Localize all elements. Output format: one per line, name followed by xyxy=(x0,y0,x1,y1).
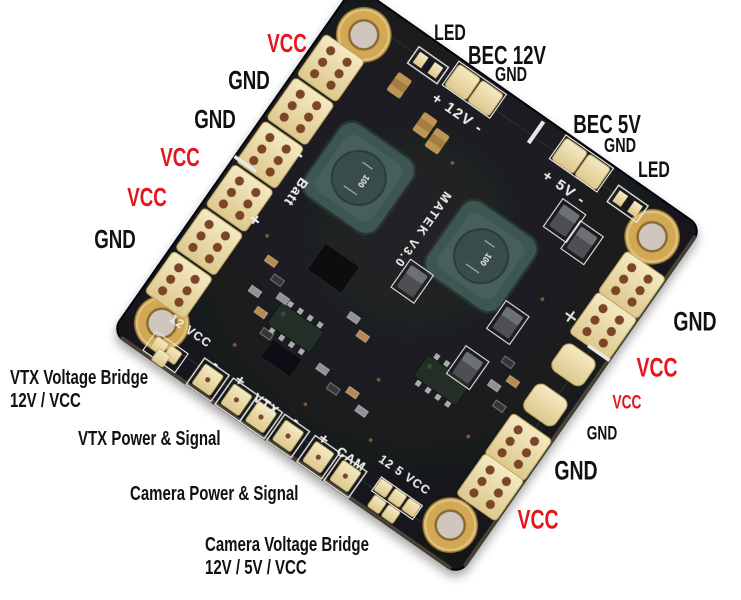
label-vcc: VCC xyxy=(160,142,200,172)
label-vcc: VCC xyxy=(612,392,642,414)
label-vcc: VCC xyxy=(267,28,307,58)
label-camera-power-signal: Camera Power & Signal xyxy=(130,483,298,506)
label-gnd: GND xyxy=(94,224,136,254)
pcb-board: + 12V - + 5V - MATEK V3.0 Batt - + - + V… xyxy=(116,0,698,571)
fiducial-cross xyxy=(565,310,577,322)
label-gnd: GND xyxy=(228,65,270,95)
label-vcc: VCC xyxy=(636,352,678,383)
label-gnd: GND xyxy=(586,423,618,445)
label-line: Camera Power & Signal xyxy=(130,483,299,505)
label-camera-voltage-bridge: Camera Voltage Bridge 12V / 5V / VCC xyxy=(205,534,369,580)
label-vcc: VCC xyxy=(517,504,559,535)
edge-tick xyxy=(587,344,611,362)
label-gnd: GND xyxy=(494,64,528,86)
label-gnd: GND xyxy=(673,306,717,337)
cam-bridge-courtyard xyxy=(370,476,424,521)
vias xyxy=(232,161,545,442)
label-led: LED xyxy=(638,157,670,182)
label-line: Camera Voltage Bridge xyxy=(205,534,369,556)
label-gnd: GND xyxy=(554,455,598,486)
label-line: 12V / 5V / VCC xyxy=(205,557,307,579)
label-led: LED xyxy=(434,20,466,45)
bec5v-courtyard xyxy=(548,134,615,193)
edge-tick xyxy=(526,120,546,145)
label-line: VTX Power & Signal xyxy=(78,428,221,450)
label-line: VTX Voltage Bridge xyxy=(10,367,149,389)
label-vtx-power-signal: VTX Power & Signal xyxy=(78,428,221,451)
label-bec-12v: BEC 12V xyxy=(467,40,547,70)
passive-components xyxy=(247,254,521,418)
edge-tick xyxy=(233,155,257,173)
label-vtx-voltage-bridge: VTX Voltage Bridge 12V / VCC xyxy=(10,367,148,413)
black-chip xyxy=(259,338,304,379)
bec12v-courtyard xyxy=(441,60,508,119)
label-gnd: GND xyxy=(194,104,236,134)
label-line: 12V / VCC xyxy=(10,390,81,412)
label-bec-5v: BEC 5V xyxy=(573,109,641,139)
label-gnd: GND xyxy=(603,135,637,157)
label-vcc: VCC xyxy=(127,182,167,212)
